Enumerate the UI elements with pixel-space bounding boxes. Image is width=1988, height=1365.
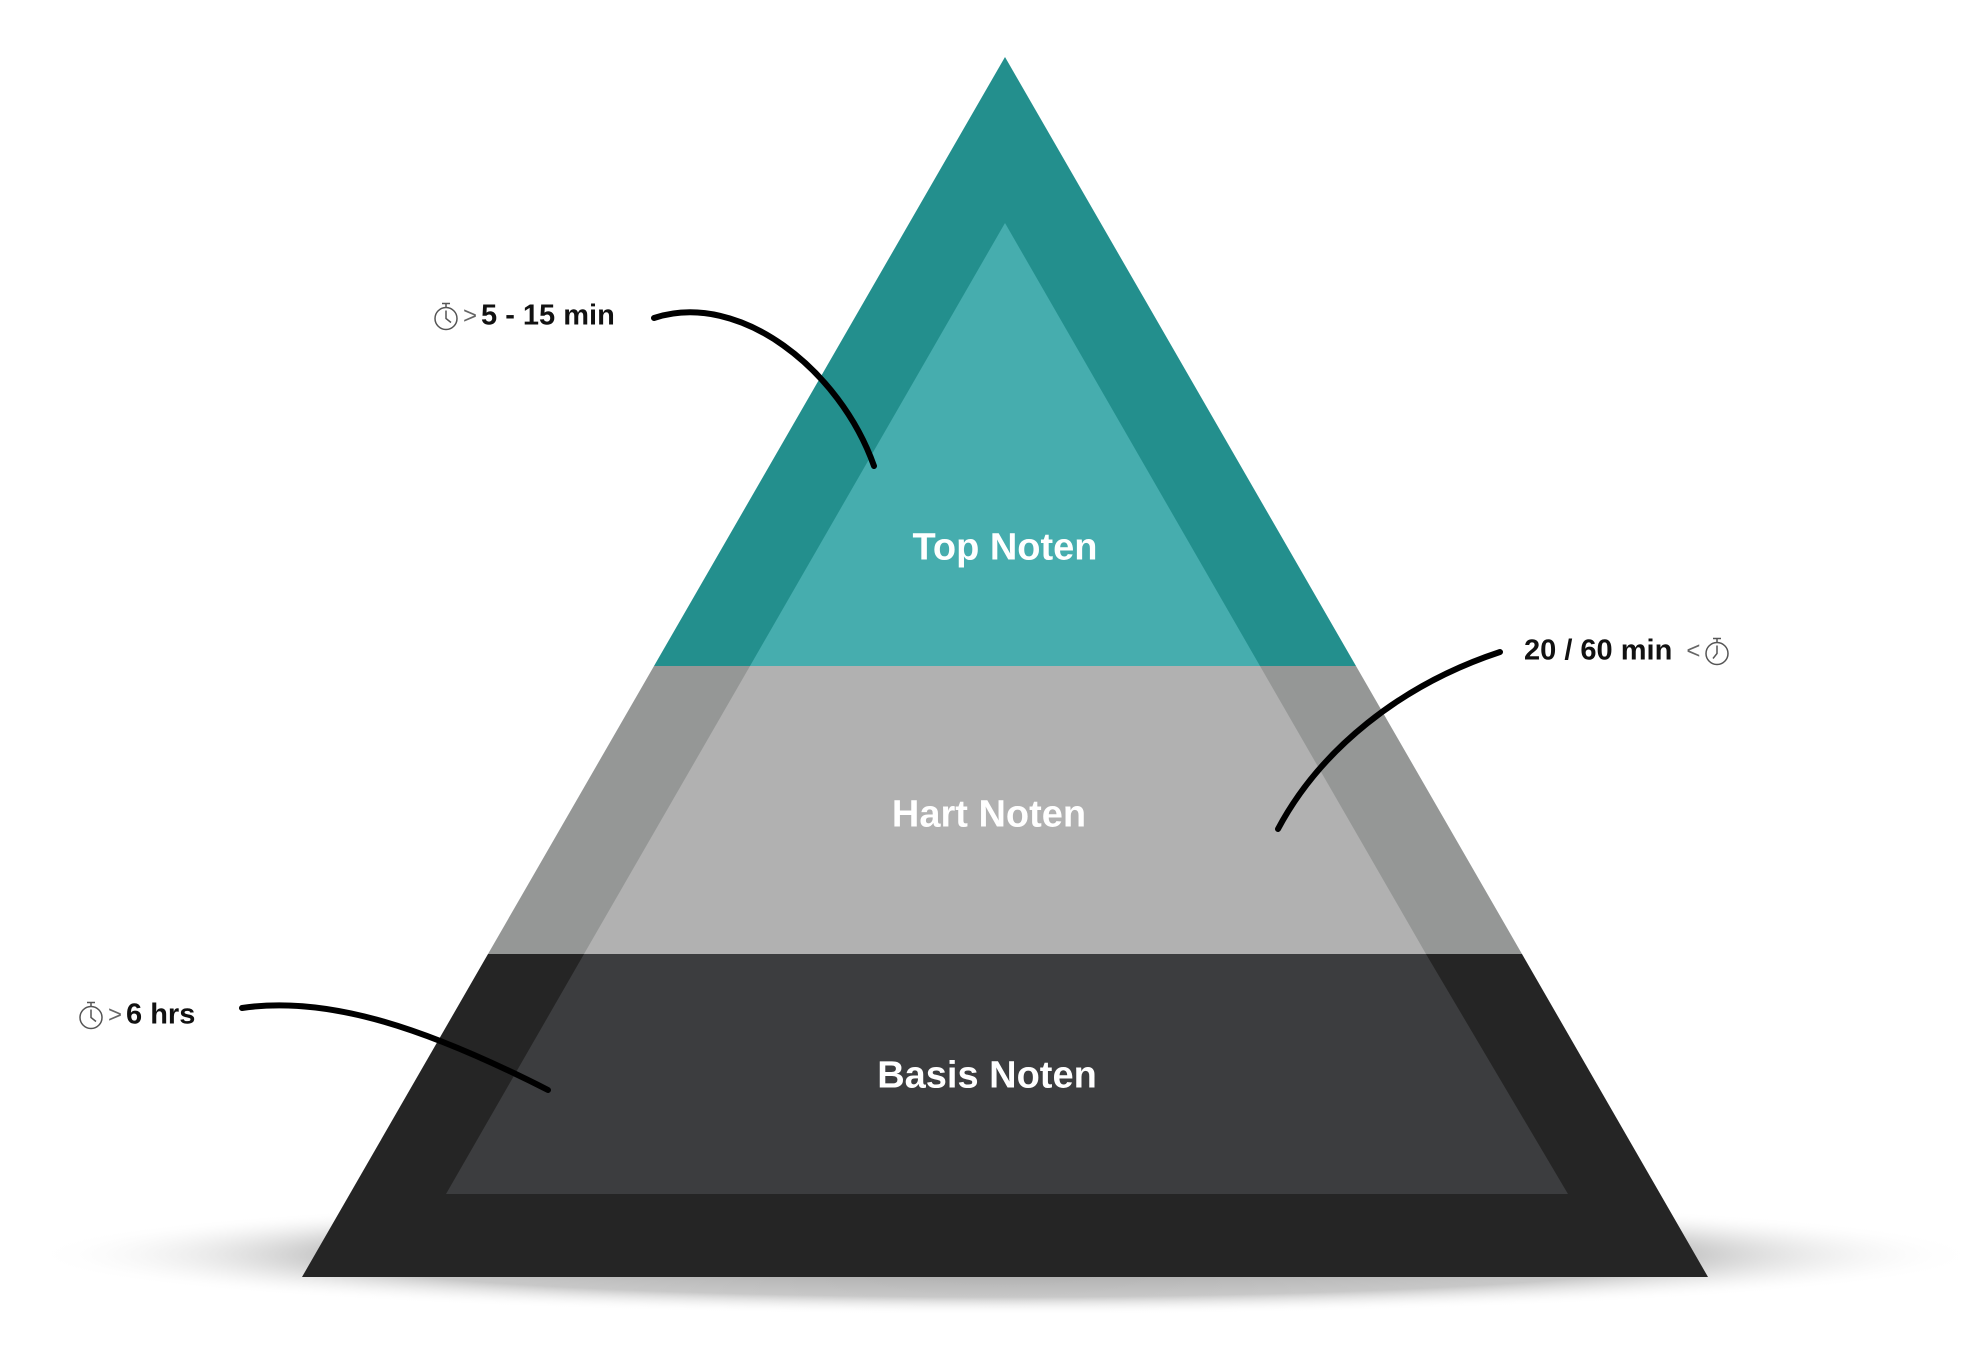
callout-heart-text: 20 / 60 min xyxy=(1524,634,1673,667)
callout-heart: 20 / 60 min < xyxy=(1524,635,1730,668)
greater-than-symbol: > xyxy=(108,1001,123,1028)
leader-line-top xyxy=(651,309,877,469)
leader-line-base xyxy=(239,1002,551,1093)
layer-label-top: Top Noten xyxy=(912,526,1098,569)
inner-band-base xyxy=(446,954,1568,1194)
leader-line-heart xyxy=(1275,649,1503,832)
inner-band-top xyxy=(750,223,1260,666)
less-than-symbol: < xyxy=(1686,637,1701,664)
callout-base-text: 6 hrs xyxy=(126,998,196,1031)
greater-than-symbol: > xyxy=(463,302,478,329)
layer-label-heart: Hart Noten xyxy=(891,793,1087,836)
callout-base: > 6 hrs xyxy=(78,999,195,1032)
callout-top: > 5 - 15 min xyxy=(433,300,615,333)
inner-band-heart xyxy=(584,666,1426,954)
callout-top-text: 5 - 15 min xyxy=(481,299,615,332)
layer-label-base: Basis Noten xyxy=(877,1054,1097,1097)
stopwatch-icon xyxy=(79,1001,103,1029)
stopwatch-icon xyxy=(434,302,458,330)
stopwatch-icon xyxy=(1705,637,1730,665)
